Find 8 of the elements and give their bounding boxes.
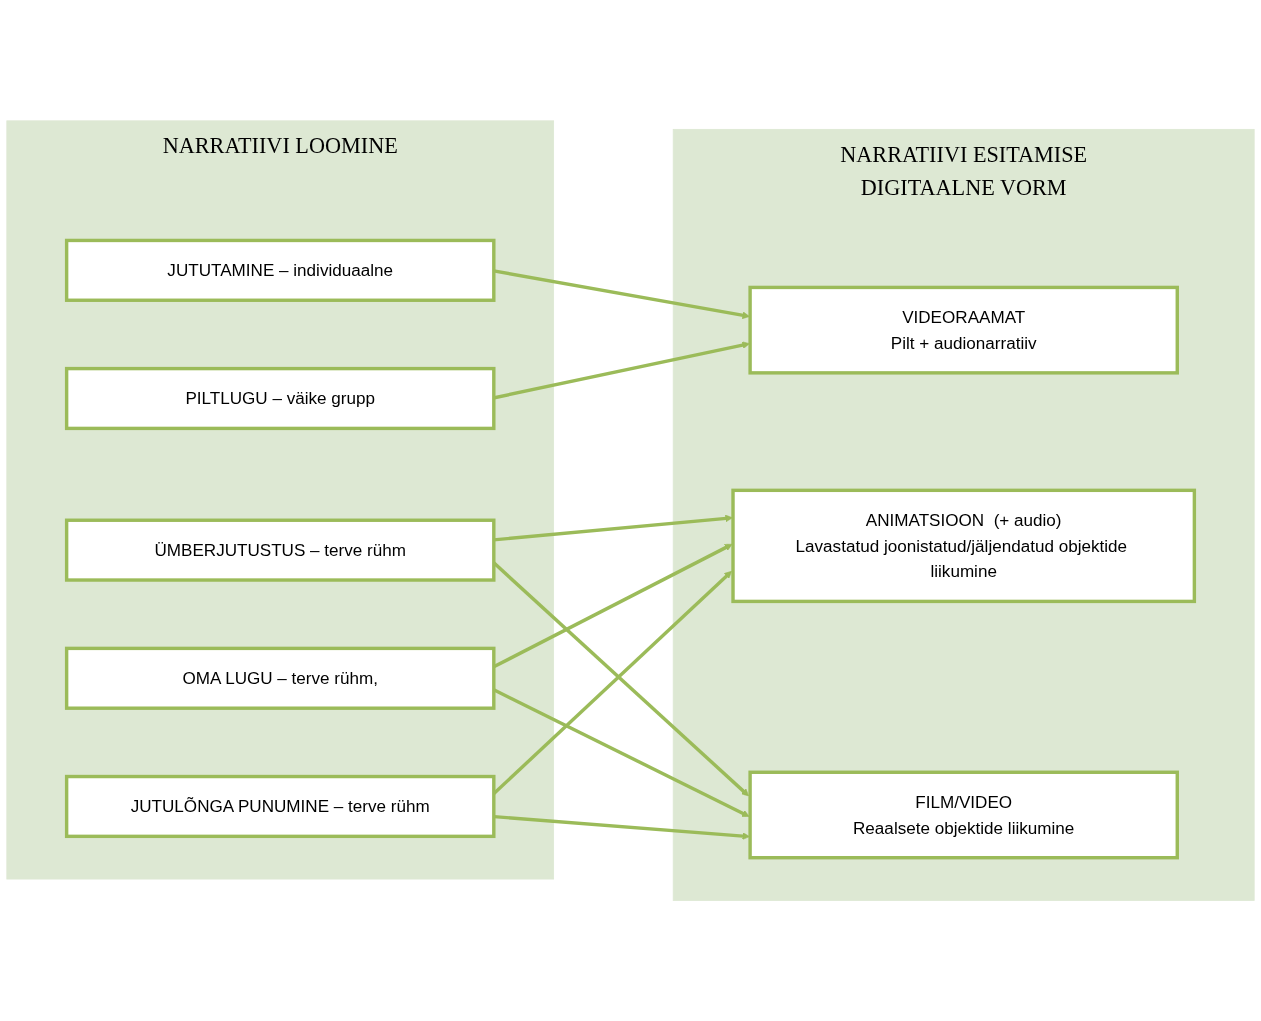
node-box: FILM/VIDEO Reaalsete objektide liikumine [748,770,1179,860]
node-box: ÜMBERJUTUSTUS – terve rühm [64,518,496,582]
node-box: OMA LUGU – terve rühm, [64,646,496,710]
node-box: JUTULÕNGA PUNUMINE – terve rühm [64,774,496,838]
node-box: VIDEORAAMAT Pilt + audionarratiiv [748,285,1179,375]
node-box: PILTLUGU – väike grupp [64,366,496,430]
node-box: JUTUTAMINE – individuaalne [64,238,496,302]
node-box: ANIMATSIOON (+ audio) Lavastatud joonistatud/jäljendatud objektide liikumine [731,488,1197,603]
